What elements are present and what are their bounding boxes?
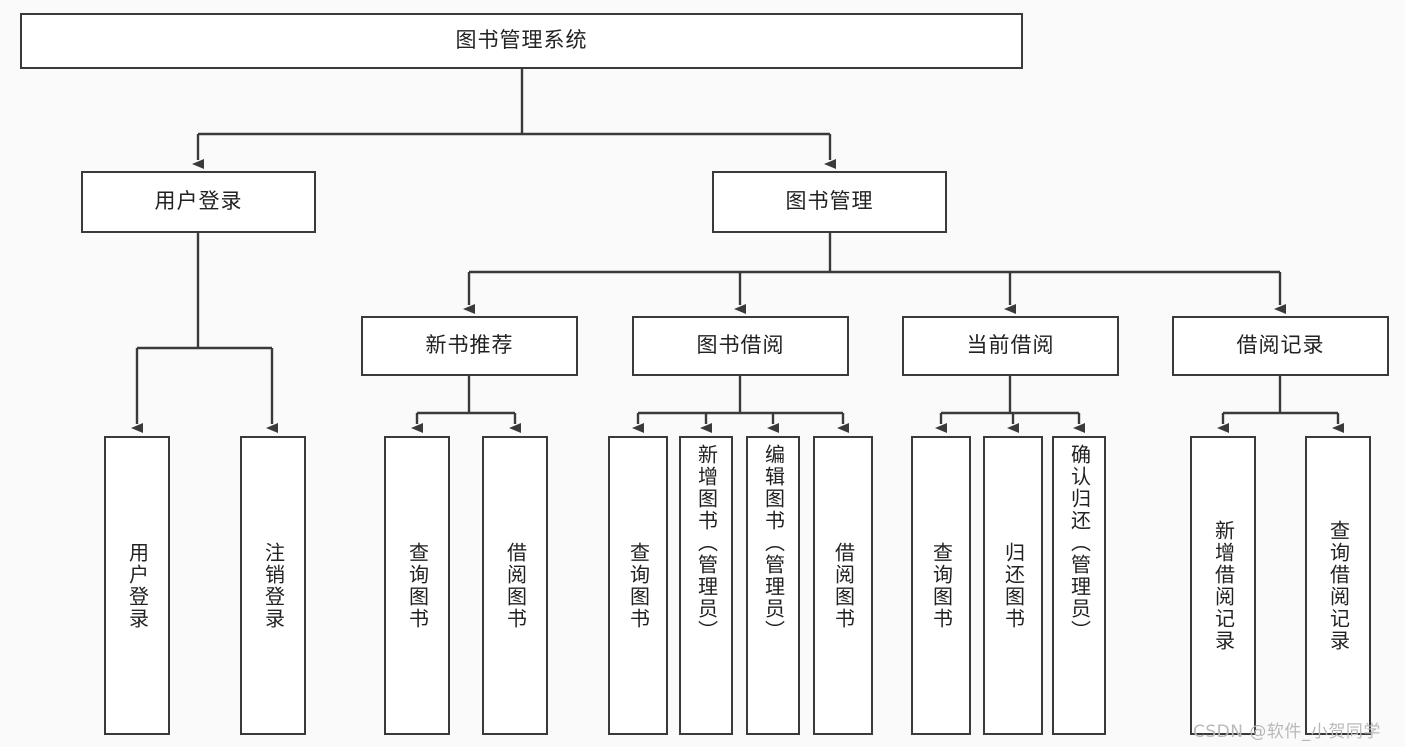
node-user-login-label: 用户登录 <box>154 189 243 214</box>
leaf-edit-book-admin[interactable]: 编辑图书（管理员） <box>746 436 800 735</box>
leaf-borrow-book[interactable]: 借阅图书 <box>813 436 873 735</box>
leaf-query-book-borrow-label: 查询图书 <box>626 541 651 630</box>
node-book-manage[interactable]: 图书管理 <box>712 171 947 233</box>
leaf-edit-book-admin-label: 编辑图书（管理员） <box>761 444 786 642</box>
node-book-borrow-label: 图书借阅 <box>696 333 785 358</box>
leaf-add-book-admin[interactable]: 新增图书（管理员） <box>679 436 733 735</box>
leaf-query-book-current[interactable]: 查询图书 <box>911 436 971 735</box>
leaf-logout[interactable]: 注销登录 <box>240 436 306 735</box>
leaf-query-book-recommend[interactable]: 查询图书 <box>384 436 450 735</box>
node-book-borrow[interactable]: 图书借阅 <box>632 316 849 376</box>
leaf-query-borrow-record[interactable]: 查询借阅记录 <box>1305 436 1371 735</box>
node-current-borrow-label: 当前借阅 <box>966 333 1055 358</box>
leaf-logout-label: 注销登录 <box>261 541 286 630</box>
leaf-return-book-label: 归还图书 <box>1001 541 1026 630</box>
csdn-watermark: CSDN @软件_小贺同学 <box>1193 722 1381 742</box>
node-root[interactable]: 图书管理系统 <box>20 13 1023 69</box>
leaf-user-login-label: 用户登录 <box>125 541 150 630</box>
node-new-book-recommend-label: 新书推荐 <box>425 333 514 358</box>
node-current-borrow[interactable]: 当前借阅 <box>902 316 1119 376</box>
leaf-query-book-recommend-label: 查询图书 <box>405 541 430 630</box>
leaf-add-borrow-record-label: 新增借阅记录 <box>1211 519 1236 652</box>
node-book-manage-label: 图书管理 <box>785 189 874 214</box>
leaf-query-book-borrow[interactable]: 查询图书 <box>608 436 668 735</box>
leaf-borrow-book-recommend-label: 借阅图书 <box>503 541 528 630</box>
node-root-label: 图书管理系统 <box>455 28 588 53</box>
leaf-query-book-current-label: 查询图书 <box>929 541 954 630</box>
node-borrow-record-label: 借阅记录 <box>1236 333 1325 358</box>
node-new-book-recommend[interactable]: 新书推荐 <box>361 316 578 376</box>
leaf-query-borrow-record-label: 查询借阅记录 <box>1326 519 1351 652</box>
leaf-borrow-book-recommend[interactable]: 借阅图书 <box>482 436 548 735</box>
leaf-borrow-book-label: 借阅图书 <box>831 541 856 630</box>
leaf-user-login[interactable]: 用户登录 <box>104 436 170 735</box>
leaf-add-borrow-record[interactable]: 新增借阅记录 <box>1190 436 1256 735</box>
node-borrow-record[interactable]: 借阅记录 <box>1172 316 1389 376</box>
leaf-confirm-return-admin-label: 确认归还（管理员） <box>1067 444 1092 642</box>
leaf-add-book-admin-label: 新增图书（管理员） <box>694 444 719 642</box>
node-user-login[interactable]: 用户登录 <box>81 171 316 233</box>
leaf-return-book[interactable]: 归还图书 <box>983 436 1043 735</box>
leaf-confirm-return-admin[interactable]: 确认归还（管理员） <box>1052 436 1106 735</box>
